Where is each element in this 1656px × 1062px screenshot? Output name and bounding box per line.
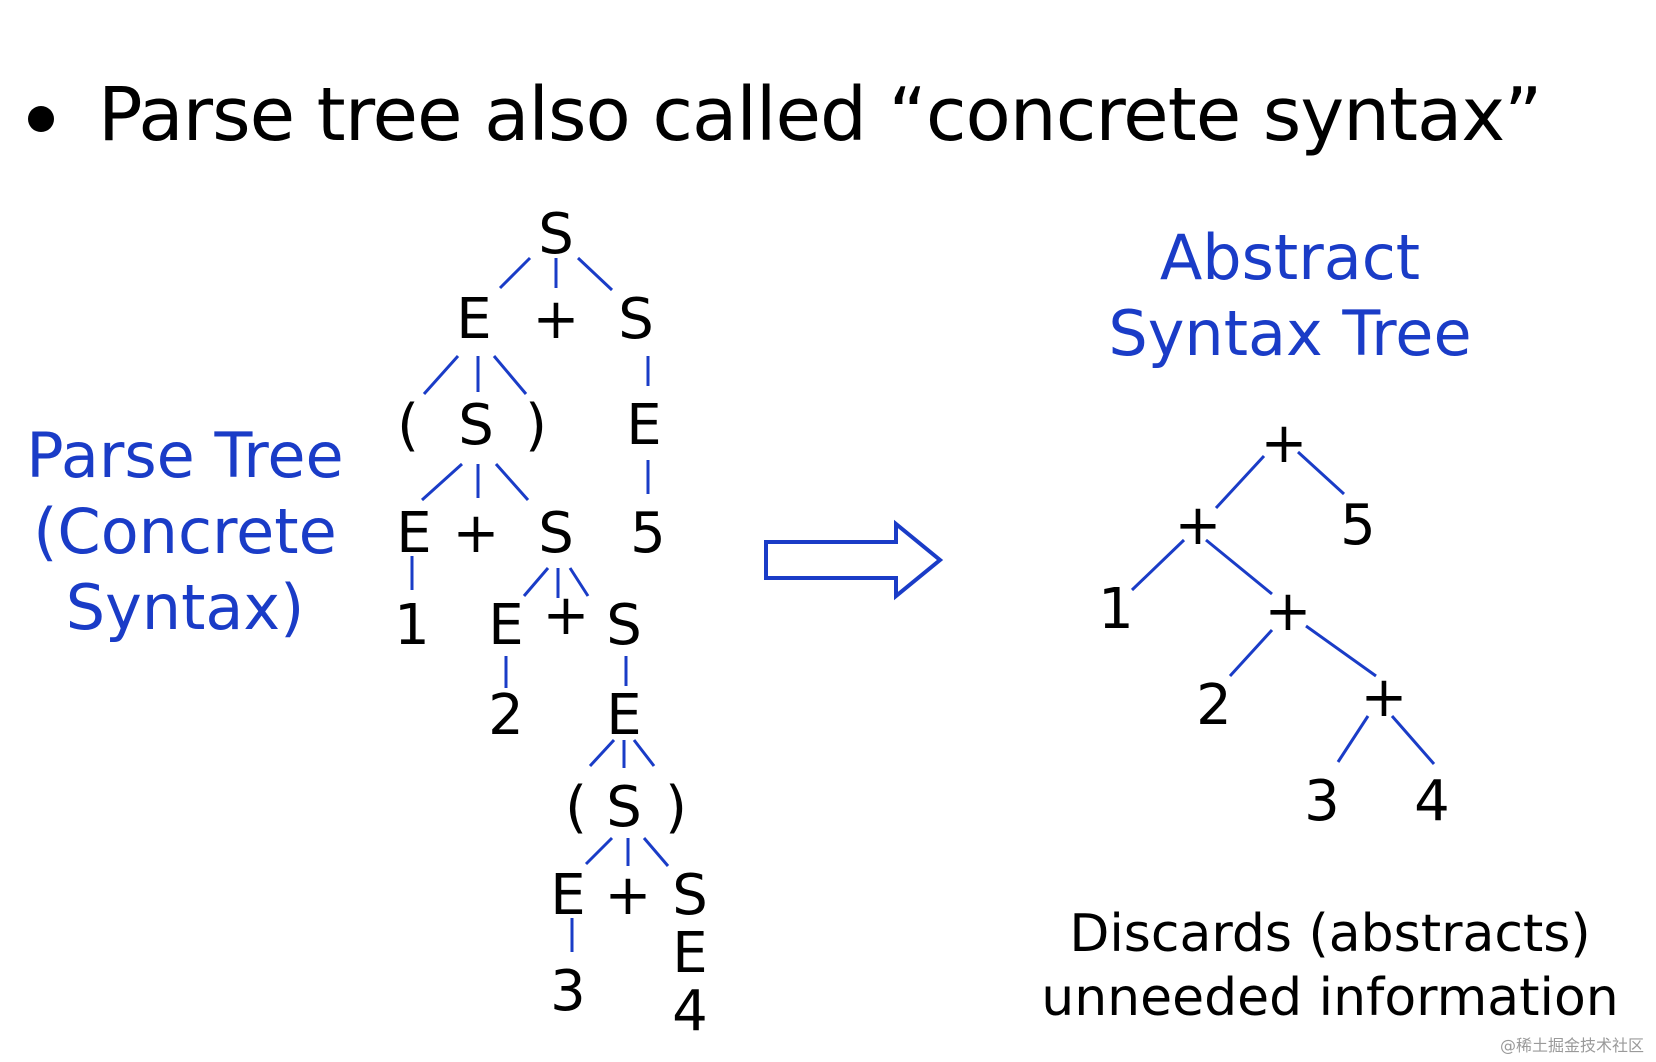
parse-node: E	[606, 683, 641, 748]
ast-edge	[1228, 628, 1274, 678]
parse-edge	[588, 738, 616, 768]
ast-node: +	[1175, 493, 1222, 558]
parse-tree-label-line: Syntax)	[65, 571, 305, 644]
parse-edge	[494, 463, 530, 501]
ast-node: 4	[1414, 769, 1450, 834]
parse-node: 5	[630, 501, 666, 566]
parse-node: E	[672, 921, 707, 986]
watermark: @稀土掘金技术社区	[1499, 1036, 1644, 1055]
parse-node: (	[565, 775, 587, 840]
parse-node: 1	[394, 593, 430, 658]
parse-edge	[422, 354, 460, 396]
title-bullet: Parse tree also called “concrete syntax”	[28, 60, 1543, 170]
parse-node: S	[538, 501, 574, 566]
parse-node: (	[397, 393, 419, 458]
parse-node: S	[618, 287, 654, 352]
ast-caption: Discards (abstracts) unneeded informatio…	[1030, 902, 1630, 1030]
parse-node: S	[538, 202, 574, 267]
ast-edges	[1130, 450, 1436, 765]
caption-line: Discards (abstracts)	[1069, 904, 1591, 964]
ast-node: 2	[1196, 673, 1232, 738]
ast-node: 1	[1098, 577, 1134, 642]
parse-tree-edges	[410, 256, 670, 952]
ast-node: +	[1361, 665, 1408, 730]
parse-node: )	[525, 393, 547, 458]
caption-line: unneeded information	[1041, 968, 1619, 1028]
ast-edge	[1296, 450, 1346, 496]
parse-edge	[522, 567, 550, 597]
parse-node: +	[453, 501, 500, 566]
ast-edge	[1390, 715, 1436, 765]
parse-edge	[498, 256, 532, 290]
parse-node: S	[458, 393, 494, 458]
parse-node: )	[665, 775, 687, 840]
right-outline-arrow-icon	[764, 519, 944, 601]
bullet-dot-icon	[28, 106, 54, 132]
ast-label-line: Syntax Tree	[1108, 297, 1472, 370]
parse-node: E	[396, 501, 431, 566]
parse-tree-label: Parse Tree (Concrete Syntax)	[20, 418, 350, 646]
parse-node: E	[456, 287, 491, 352]
ast-node: 3	[1304, 769, 1340, 834]
parse-node: 2	[488, 683, 524, 748]
parse-node: E	[488, 593, 523, 658]
ast-label-line: Abstract	[1159, 221, 1421, 294]
parse-edge	[632, 739, 656, 767]
ast-label: Abstract Syntax Tree	[1090, 220, 1490, 372]
parse-node: S	[606, 593, 642, 658]
ast-node: 5	[1340, 493, 1376, 558]
ast-edge	[1205, 538, 1273, 596]
parse-node: +	[605, 863, 652, 928]
parse-edge	[492, 355, 528, 395]
parse-edge	[584, 836, 614, 866]
parse-tree-label-line: Parse Tree	[26, 419, 344, 492]
parse-node: +	[533, 287, 580, 352]
parse-node: 3	[550, 959, 586, 1024]
parse-node: S	[672, 863, 708, 928]
ast-edge	[1214, 454, 1266, 510]
parse-node: +	[543, 583, 590, 648]
parse-tree-label-line: (Concrete	[33, 495, 337, 568]
ast-edge	[1336, 715, 1370, 763]
parse-edge	[642, 837, 670, 867]
parse-node: E	[626, 393, 661, 458]
parse-node: E	[550, 863, 585, 928]
parse-tree-nodes: S E + S ( S ) E E + S 5 1 E + S 2 E ( S …	[394, 202, 708, 1044]
parse-edge	[576, 256, 614, 292]
parse-edge	[420, 462, 464, 502]
ast-node: +	[1265, 579, 1312, 644]
ast-node: +	[1261, 411, 1308, 476]
ast-edge	[1130, 538, 1186, 592]
ast-edge	[1305, 624, 1377, 678]
slide-heading: Parse tree also called “concrete syntax”	[98, 72, 1543, 158]
parse-node: S	[606, 775, 642, 840]
ast-nodes: + 5 + 1 + 2 + 3 4	[1098, 411, 1450, 834]
parse-node: 4	[672, 979, 708, 1044]
parse-edge	[568, 567, 590, 597]
